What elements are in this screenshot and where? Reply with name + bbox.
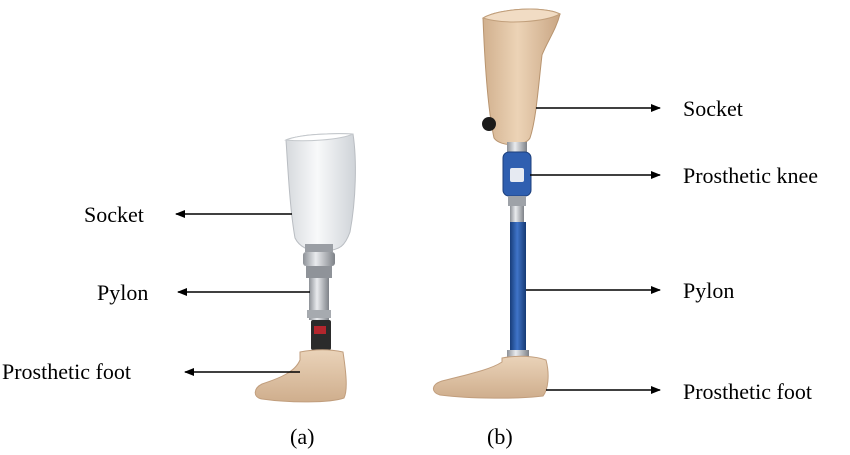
label-socket-b: Socket [683,96,743,121]
socket-a-rim [284,133,354,142]
prosthesis-b [433,8,562,399]
socket-a-shape [285,133,356,252]
label-prosthetic-knee-b: Prosthetic knee [683,163,819,188]
adapter-b-top [507,142,527,152]
knee-b-display [510,168,524,182]
socket-b-valve [482,117,496,131]
label-socket-a: Socket [84,202,144,227]
label-prosthetic-foot-a: Prosthetic foot [2,359,131,384]
foot-a-shape [254,349,347,403]
prosthesis-a [254,133,356,403]
pylon-a-tube [309,278,329,320]
pylon-b-tube [510,222,526,350]
adapter-a-mid [303,252,335,266]
label-pylon-b: Pylon [683,278,735,303]
adapter-a-collar [306,266,332,278]
ankle-adapter-a [311,320,331,350]
knee-b-collar [510,206,524,222]
caption-b: (b) [487,424,513,449]
ankle-adapter-a-accent [314,326,326,334]
socket-b-rim [481,8,562,23]
label-pylon-a: Pylon [97,280,149,305]
foot-b-shape [433,355,549,399]
caption-a: (a) [290,424,315,449]
label-prosthetic-foot-b: Prosthetic foot [683,379,812,404]
knee-b-lower [508,196,526,206]
adapter-a-top [305,244,333,252]
pylon-a-clamp [307,310,331,318]
pylon-b-clamp [507,350,529,358]
